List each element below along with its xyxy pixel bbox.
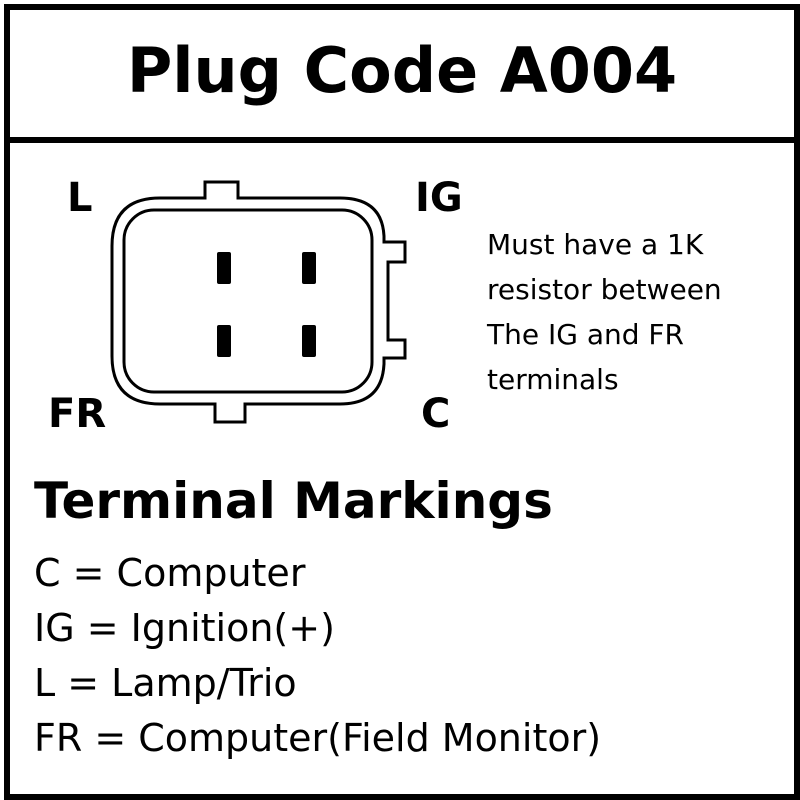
markings-list: C = Computer IG = Ignition(+) L = Lamp/T… — [34, 546, 601, 766]
marking-item: FR = Computer(Field Monitor) — [34, 716, 602, 760]
note-line: resistor between — [487, 273, 722, 306]
note-line: terminals — [487, 363, 619, 396]
marking-item: IG = Ignition(+) — [34, 606, 335, 650]
outer-frame — [4, 4, 800, 800]
pin-bottom-left — [217, 325, 231, 357]
marking-item: L = Lamp/Trio — [34, 661, 297, 705]
page-title: Plug Code A004 — [126, 33, 678, 107]
marking-item: C = Computer — [34, 551, 306, 595]
pin-label-l: L — [67, 175, 93, 221]
pin-label-c: C — [421, 391, 451, 437]
header-bar: Plug Code A004 — [10, 10, 794, 143]
pin-top-right — [302, 252, 316, 284]
pin-label-fr: FR — [48, 391, 107, 437]
pin-label-ig: IG — [415, 175, 463, 221]
note-line: Must have a 1K — [487, 228, 704, 261]
note-line: The IG and FR — [487, 318, 684, 351]
markings-title: Terminal Markings — [34, 472, 553, 530]
connector-housing-outer — [110, 180, 407, 424]
resistor-note: Must have a 1K resistor between The IG a… — [487, 222, 787, 402]
pin-top-left — [217, 252, 231, 284]
pin-bottom-right — [302, 325, 316, 357]
connector-diagram — [110, 180, 407, 424]
connector-housing-inner — [122, 208, 374, 394]
